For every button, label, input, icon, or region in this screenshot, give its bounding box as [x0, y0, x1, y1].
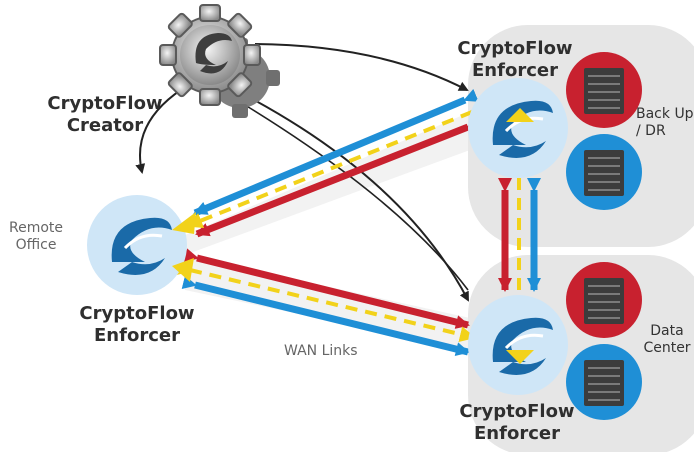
wan-links-label: WAN Links: [284, 343, 358, 359]
remote-enforcer-node: [87, 195, 187, 295]
server-backup-red: [566, 52, 642, 128]
bottom-enforcer-label-line2: Enforcer: [474, 423, 560, 444]
server-rack-icon: [584, 278, 624, 324]
top-enforcer-label: CryptoFlow Enforcer: [450, 38, 580, 82]
yellow-arrowhead-bottom: [506, 350, 534, 364]
backup-dr-label-line1: Back Up: [636, 106, 694, 122]
remote-enforcer-label-line1: CryptoFlow: [79, 303, 195, 324]
remote-enforcer-label-line2: Enforcer: [94, 325, 180, 346]
creator-label-line2: Creator: [66, 115, 144, 136]
wan-link-red-upper: [195, 116, 482, 238]
datacenter-label-line1: Data: [650, 323, 684, 339]
backup-dr-label: Back Up / DR: [636, 106, 694, 140]
server-rack-icon: [584, 150, 624, 196]
datacenter-label: Data Center: [640, 323, 694, 357]
creator-to-top-enforcer-arrow: [254, 43, 469, 91]
wan-link-yellow-upper: [186, 100, 487, 228]
server-backup-blue: [566, 134, 642, 210]
creator-label: CryptoFlow Creator: [40, 93, 170, 137]
bottom-enforcer-node: [468, 295, 568, 395]
creator-label-line1: CryptoFlow: [47, 93, 163, 114]
yellow-arrowhead-remote-lower: [172, 258, 194, 282]
remote-office-label: Remote Office: [6, 220, 66, 254]
remote-enforcer-label: CryptoFlow Enforcer: [72, 303, 202, 347]
bottom-enforcer-label-line1: CryptoFlow: [459, 401, 575, 422]
server-datacenter-red: [566, 262, 642, 338]
bottom-enforcer-label: CryptoFlow Enforcer: [452, 401, 582, 445]
top-enforcer-label-line1: CryptoFlow: [457, 38, 573, 59]
remote-office-label-line1: Remote: [8, 220, 64, 236]
backup-dr-label-line2: / DR: [636, 123, 666, 139]
cryptoflow-logo-icon: [111, 217, 172, 275]
server-rack-icon: [584, 68, 624, 114]
yellow-arrowhead-remote-upper: [172, 212, 196, 234]
gear-icon: [159, 4, 280, 118]
datacenter-label-line2: Center: [643, 340, 691, 356]
top-enforcer-node: [468, 78, 568, 178]
server-datacenter-blue: [566, 344, 642, 420]
remote-office-label-line2: Office: [15, 237, 57, 253]
top-enforcer-label-line2: Enforcer: [472, 60, 558, 81]
yellow-arrowhead-top: [506, 108, 534, 122]
server-rack-icon: [584, 360, 624, 406]
wan-link-yellow-lower: [176, 259, 476, 343]
